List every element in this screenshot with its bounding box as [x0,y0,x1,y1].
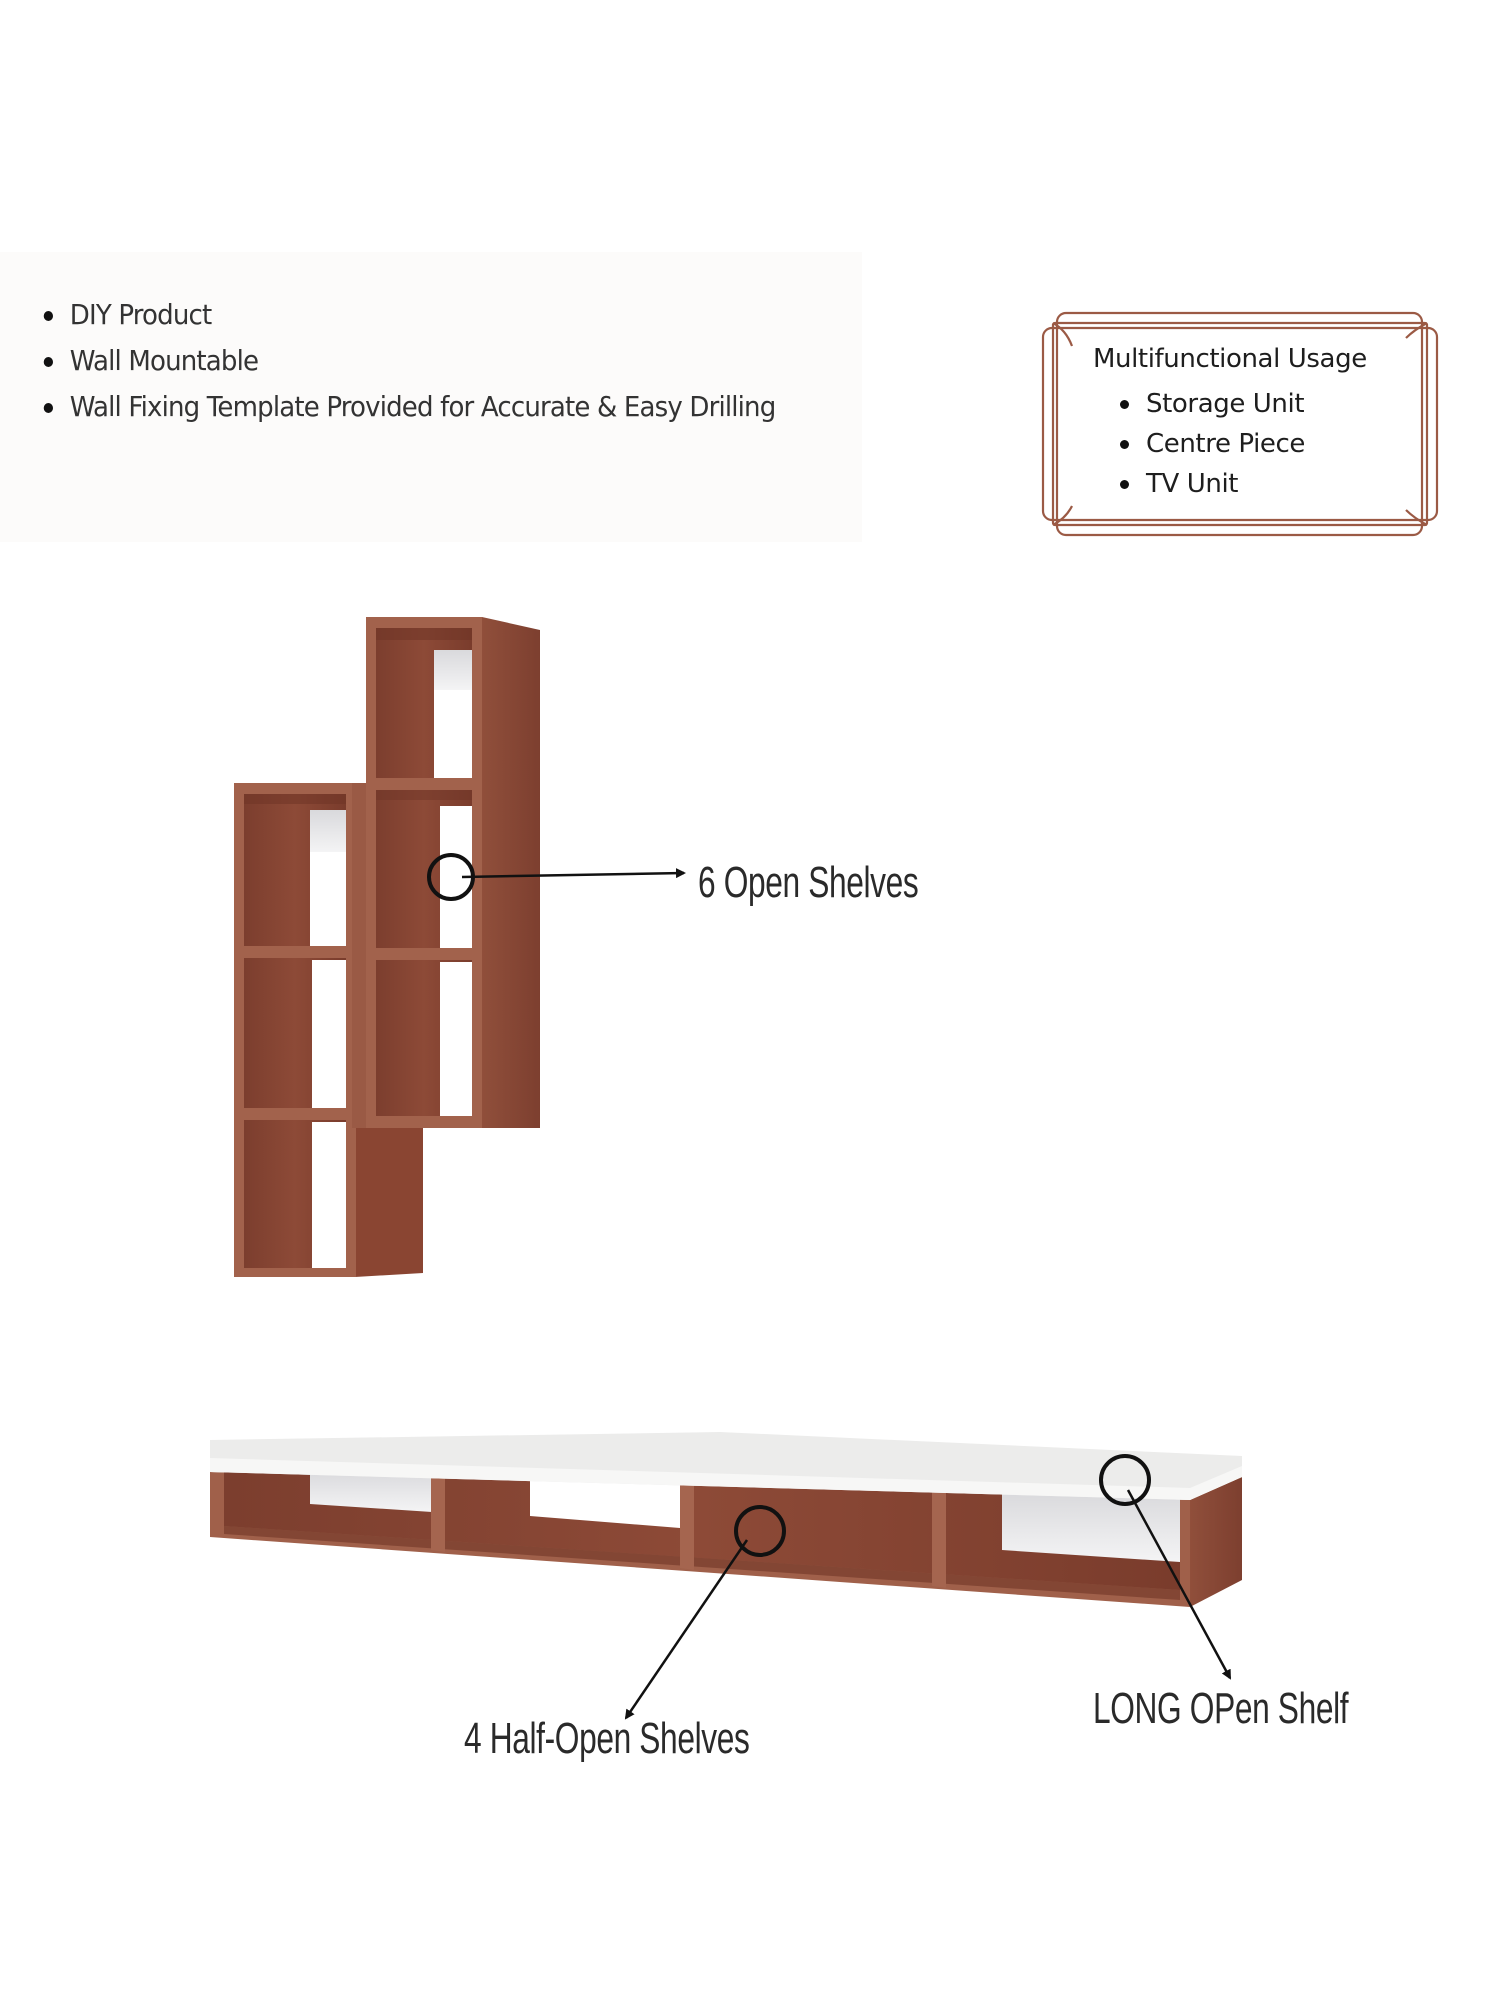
features-list: DIY Product Wall Mountable Wall Fixing T… [40,292,831,430]
usage-item: Storage Unit [1120,384,1305,424]
wall-shelf-unit [234,617,540,1277]
long-open-shelf-callout-pointer [1099,1454,1232,1680]
usage-list: Storage Unit Centre Piece TV Unit [1120,384,1305,504]
usage-item: Centre Piece [1120,424,1305,464]
open-shelves-label: 6 Open Shelves [698,858,919,907]
features-panel: DIY Product Wall Mountable Wall Fixing T… [0,252,862,542]
usage-box: Multifunctional Usage Storage Unit Centr… [1038,308,1442,540]
usage-title: Multifunctional Usage [1093,344,1367,374]
feature-item: DIY Product [40,292,775,338]
feature-item: Wall Mountable [40,338,775,384]
long-open-shelf-label: LONG OPen Shelf [1093,1684,1349,1733]
usage-item: TV Unit [1120,464,1305,504]
feature-item: Wall Fixing Template Provided for Accura… [40,384,776,430]
decorative-frame-icon [1041,311,1439,537]
half-open-shelves-callout-pointer [624,1505,786,1720]
half-open-shelves-label: 4 Half-Open Shelves [464,1714,750,1763]
open-shelves-callout-pointer [427,853,686,901]
tv-shelf-unit [210,1432,1242,1607]
